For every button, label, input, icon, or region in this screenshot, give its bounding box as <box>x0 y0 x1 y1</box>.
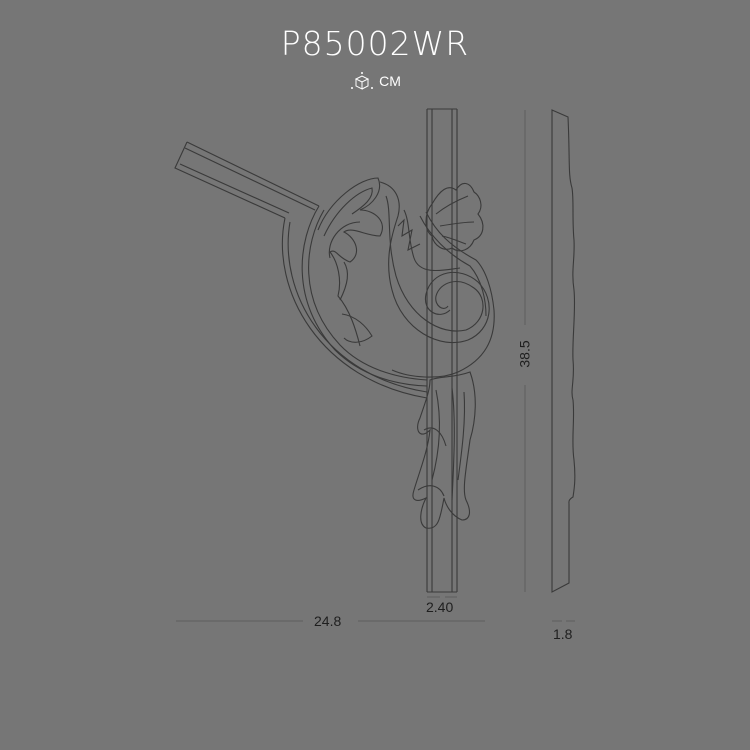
width-dimension-label: 24.8 <box>314 613 342 629</box>
arch-frame <box>281 205 428 399</box>
vertical-column <box>426 108 458 593</box>
dimension-lines <box>176 110 575 622</box>
depth-dimension-label: 1.8 <box>553 626 573 642</box>
diagonal-arm <box>174 141 320 219</box>
cube-dimensions-icon <box>349 71 375 91</box>
column-width-dimension-label: 2.40 <box>426 599 454 615</box>
unit-indicator: CM <box>0 71 750 91</box>
acanthus-ornament <box>317 177 495 529</box>
side-profile <box>551 109 576 593</box>
height-dimension-label: 38.5 <box>516 340 533 368</box>
front-elevation <box>174 108 495 593</box>
unit-label: CM <box>379 73 401 89</box>
product-code-title: P85002WR <box>280 24 470 63</box>
